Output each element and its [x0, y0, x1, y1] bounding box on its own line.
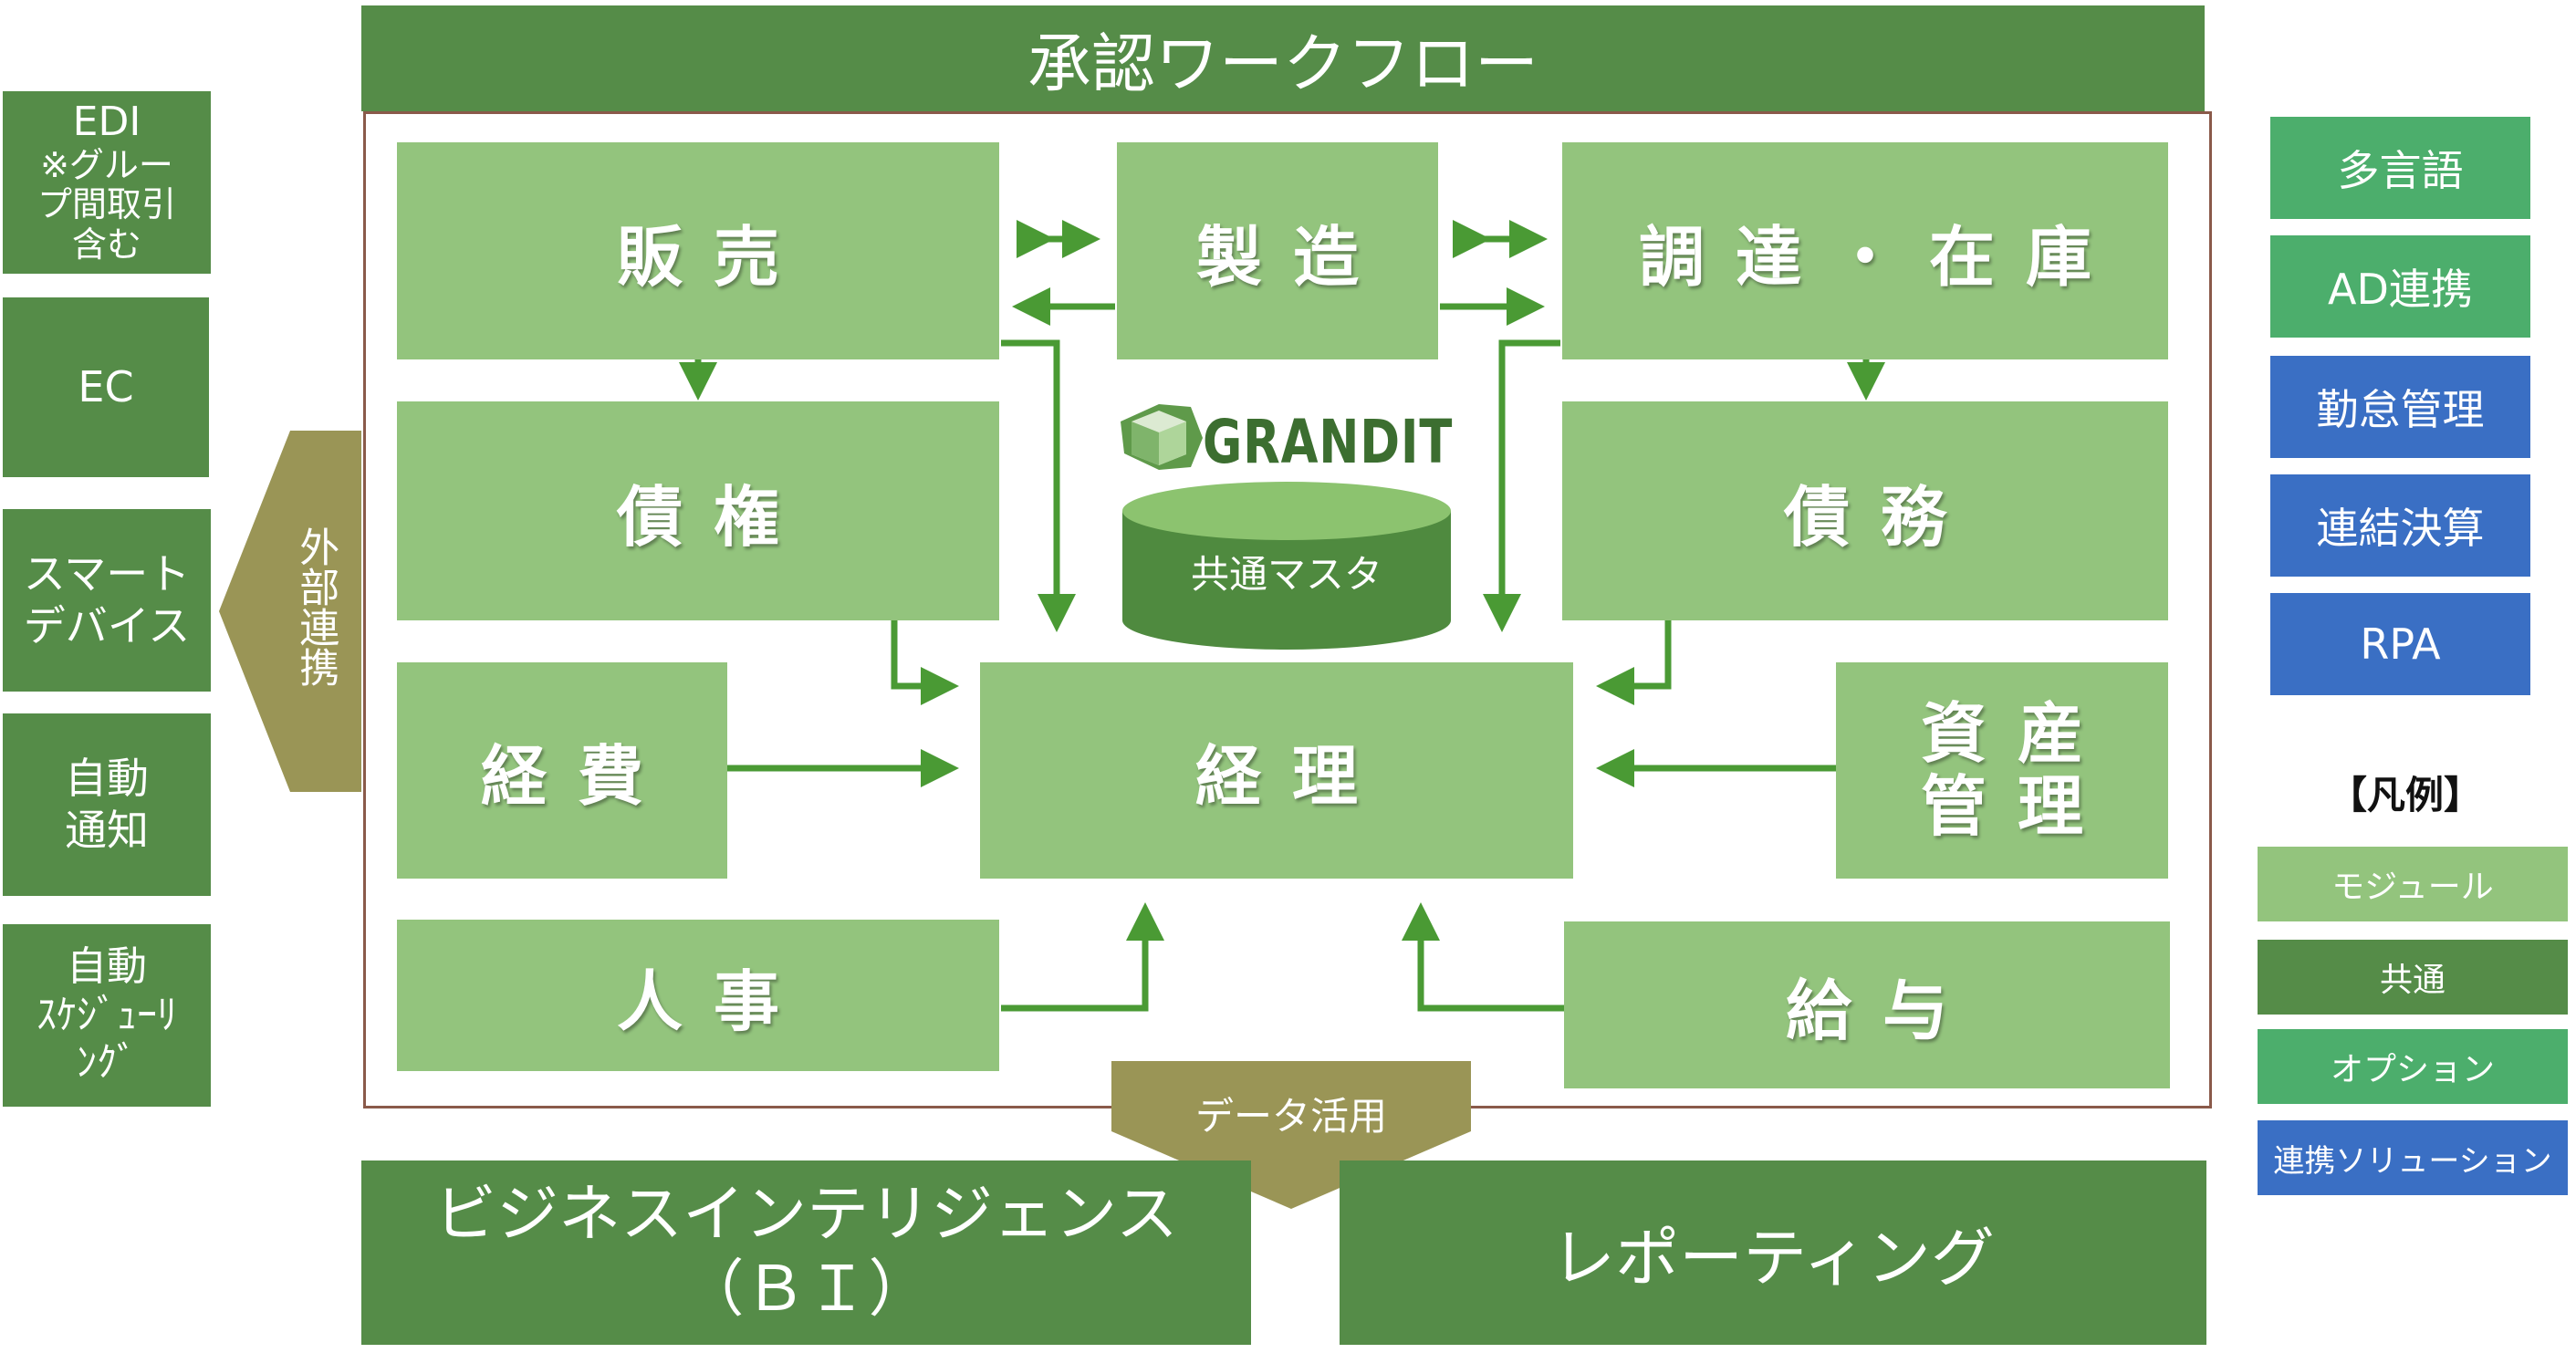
- module-sales: 販売: [397, 142, 999, 359]
- solution-rpa-label: RPA: [2360, 619, 2441, 669]
- module-expenses: 経費: [397, 662, 727, 879]
- module-asset-line-1: 資産: [1920, 695, 2114, 773]
- bi-box: ビジネスインテリジェンス （ＢＩ）: [361, 1160, 1251, 1345]
- module-hr: 人事: [397, 920, 999, 1071]
- bi-line-2: （ＢＩ）: [682, 1254, 931, 1326]
- auto-notify-line-1: 自動: [65, 753, 149, 803]
- smart-device-line-1: スマート: [23, 548, 191, 598]
- legend-option-label: オプション: [2330, 1051, 2495, 1088]
- common-master-label: 共通マスタ: [1122, 544, 1451, 598]
- reporting-box: レポーティング: [1340, 1160, 2206, 1345]
- grandit-logo: GRANDIT: [1203, 407, 1454, 477]
- edi-label: EDI: [72, 99, 141, 146]
- module-asset-line-2: 管理: [1920, 767, 2114, 845]
- edi-note-line-2: プ間取引: [37, 184, 176, 225]
- module-asset-management: 資産 管理: [1836, 662, 2168, 879]
- auto-notify-line-2: 通知: [65, 806, 149, 855]
- module-receivables-label: 債権: [616, 478, 810, 556]
- module-procurement: 調達・在庫: [1562, 142, 2168, 359]
- module-procurement-label: 調達・在庫: [1638, 218, 2122, 296]
- approval-workflow-bar: 承認ワークフロー: [361, 5, 2205, 111]
- data-usage-label: データ活用: [1122, 1086, 1460, 1140]
- smart-device-box: スマート デバイス: [3, 509, 211, 692]
- module-sales-label: 販売: [616, 218, 810, 296]
- solution-consolidation-label: 連結決算: [2316, 504, 2485, 553]
- ec-box: EC: [3, 297, 209, 477]
- approval-workflow-label: 承認ワークフロー: [1027, 26, 1538, 101]
- legend-solution: 連携ソリューション: [2258, 1120, 2568, 1195]
- common-master-text: 共通マスタ: [1190, 551, 1382, 597]
- edi-box: EDI ※グルー プ間取引 含む: [3, 91, 211, 274]
- auto-scheduling-line-3: ﾝｸﾞ: [77, 1039, 137, 1087]
- module-payroll: 給与: [1564, 921, 2170, 1088]
- legend-common-label: 共通: [2379, 962, 2446, 999]
- module-payables-label: 債務: [1783, 478, 1977, 556]
- module-payables: 債務: [1562, 401, 2168, 620]
- auto-scheduling-box: 自動 ｽｹｼﾞｭｰﾘ ﾝｸﾞ: [3, 924, 211, 1107]
- auto-notify-box: 自動 通知: [3, 713, 211, 896]
- module-expenses-label: 経費: [480, 738, 674, 815]
- option-multilingual-label: 多言語: [2337, 146, 2464, 195]
- module-accounting-label: 経理: [1194, 738, 1389, 815]
- solution-attendance-label: 勤怠管理: [2316, 385, 2485, 434]
- auto-scheduling-line-2: ｽｹｼﾞｭｰﾘ: [37, 991, 177, 1038]
- edi-note-line-1: ※グルー: [40, 144, 173, 185]
- reporting-label: レポーティング: [1551, 1220, 1995, 1296]
- solution-rpa: RPA: [2270, 593, 2530, 695]
- module-payroll-label: 給与: [1785, 973, 1979, 1049]
- legend-title: 【凡例】: [2328, 773, 2482, 817]
- legend-common: 共通: [2258, 940, 2568, 1015]
- option-multilingual: 多言語: [2270, 117, 2530, 219]
- bi-line-1: ビジネスインテリジェンス: [434, 1179, 1178, 1252]
- solution-consolidation: 連結決算: [2270, 474, 2530, 577]
- legend-module: モジュール: [2258, 847, 2568, 921]
- legend-option: オプション: [2258, 1029, 2568, 1104]
- option-ad-link-label: AD連携: [2328, 265, 2473, 314]
- module-manufacturing-label: 製造: [1195, 218, 1390, 296]
- ec-label: EC: [78, 361, 134, 411]
- smart-device-line-2: デバイス: [23, 601, 191, 650]
- module-manufacturing: 製造: [1117, 142, 1438, 359]
- external-link-label: 外部連携: [274, 511, 356, 703]
- auto-scheduling-line-1: 自動: [67, 942, 147, 990]
- solution-attendance: 勤怠管理: [2270, 356, 2530, 458]
- data-usage-text: データ活用: [1194, 1093, 1387, 1139]
- edi-note-line-3: 含む: [71, 224, 141, 265]
- module-hr-label: 人事: [616, 963, 810, 1040]
- data-usage-arrow-tip: [1252, 1160, 1340, 1209]
- legend-module-label: モジュール: [2331, 869, 2494, 906]
- module-accounting: 経理: [980, 662, 1573, 879]
- module-receivables: 債権: [397, 401, 999, 620]
- external-link-text: 外部連携: [292, 526, 339, 687]
- option-ad-link: AD連携: [2270, 235, 2530, 338]
- legend-solution-label: 連携ソリューション: [2273, 1142, 2552, 1180]
